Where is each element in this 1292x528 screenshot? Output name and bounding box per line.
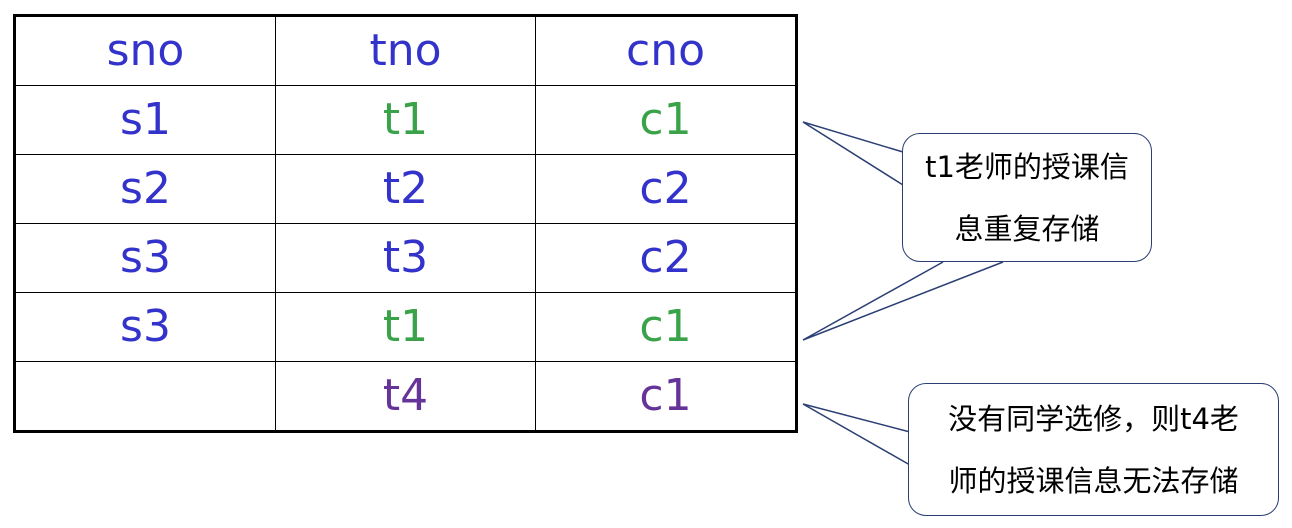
redundancy-callout-pointer xyxy=(802,121,1004,341)
cell-sno xyxy=(14,361,276,432)
insert-anomaly-callout-pointer xyxy=(802,403,911,466)
table-row: s3 t1 c1 xyxy=(14,292,797,362)
callout-text-line: t1老师的授课信 xyxy=(925,149,1129,184)
cell-tno: t3 xyxy=(275,223,536,293)
callout-text-line: 没有同学选修，则t4老 xyxy=(948,401,1239,436)
table-row: s2 t2 c2 xyxy=(14,154,797,224)
cell-tno: t1 xyxy=(275,85,536,155)
column-header-sno: sno xyxy=(14,15,276,86)
cell-cno: c1 xyxy=(535,292,797,362)
cell-tno: t1 xyxy=(275,292,536,362)
cell-cno: c2 xyxy=(535,223,797,293)
pointer-to-row-1 xyxy=(802,121,904,186)
table-header-row: sno tno cno xyxy=(14,15,797,86)
pointer-to-row-4 xyxy=(802,261,1004,341)
cell-sno: s1 xyxy=(14,85,276,155)
column-header-cno: cno xyxy=(535,15,797,86)
cell-cno: c1 xyxy=(535,361,797,432)
callout-text-line: 息重复存储 xyxy=(954,211,1100,246)
enrollment-table: sno tno cno s1 t1 c1 s2 t2 c2 s3 t3 c2 s… xyxy=(13,14,798,433)
callout-text-line: 师的授课信息无法存储 xyxy=(948,463,1239,498)
cell-sno: s2 xyxy=(14,154,276,224)
cell-cno: c2 xyxy=(535,154,797,224)
redundancy-callout: t1老师的授课信 息重复存储 xyxy=(902,133,1152,262)
table-row: s3 t3 c2 xyxy=(14,223,797,293)
insert-anomaly-callout: 没有同学选修，则t4老 师的授课信息无法存储 xyxy=(908,383,1279,516)
cell-sno: s3 xyxy=(14,292,276,362)
column-header-tno: tno xyxy=(275,15,536,86)
cell-tno: t4 xyxy=(275,361,536,432)
table-row: t4 c1 xyxy=(14,361,797,432)
cell-tno: t2 xyxy=(275,154,536,224)
